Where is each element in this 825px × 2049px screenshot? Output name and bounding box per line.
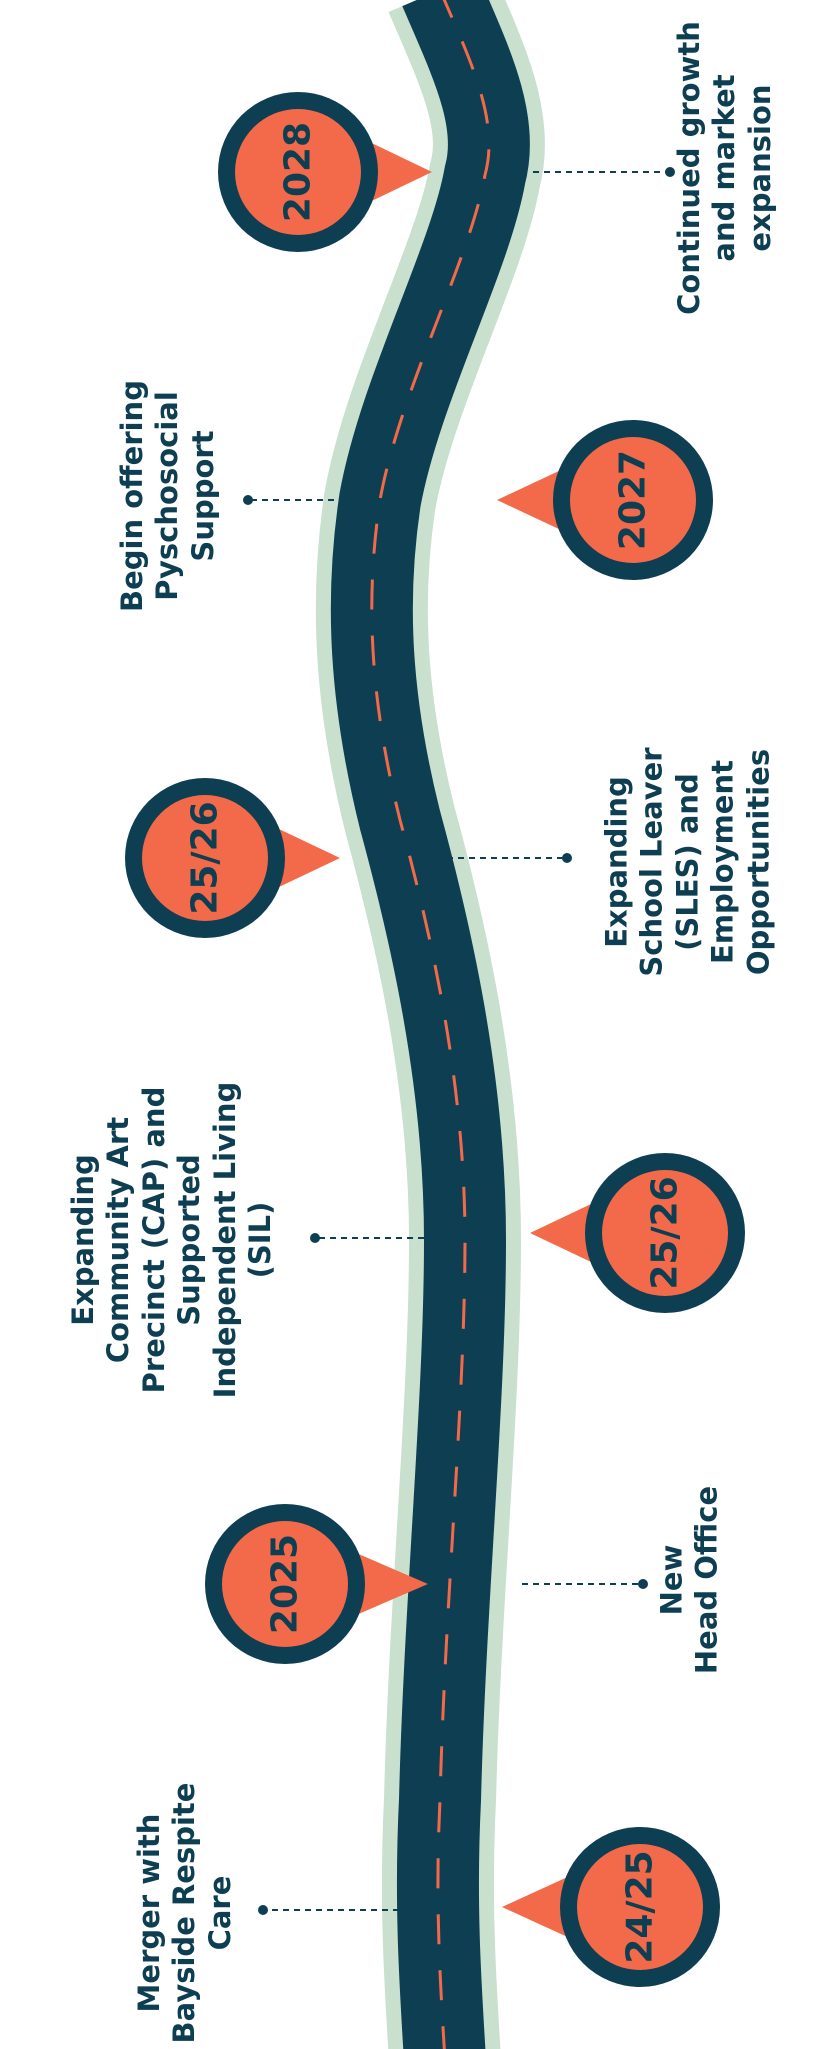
- milestone-description-line: Merger with: [131, 1813, 166, 2013]
- milestone-description-line: Independent Living: [207, 1081, 242, 1399]
- connector-dot: [638, 1579, 648, 1589]
- milestone-description-line: Head Office: [690, 1485, 724, 1675]
- milestone-year: 2028: [277, 121, 319, 223]
- connector-dot: [562, 853, 572, 863]
- milestone-description-line: expansion: [742, 84, 777, 252]
- milestone-description-line: Community Art: [101, 1116, 136, 1364]
- milestone-description-line: Expanding: [599, 776, 634, 948]
- connector-dot: [243, 495, 253, 505]
- milestone-year: 25/26: [644, 1176, 686, 1290]
- milestone-description-line: Employment: [705, 760, 740, 964]
- milestone-description-line: Care: [202, 1875, 237, 1951]
- connector-dot: [258, 1905, 268, 1915]
- milestone-description-line: Expanding: [65, 1154, 100, 1326]
- pin-fill: [570, 437, 696, 563]
- milestone-description-line: Continued growth: [671, 21, 706, 315]
- milestone-description-line: Opportunities: [741, 748, 776, 976]
- milestone-description-line: (SIL): [242, 1201, 277, 1279]
- milestone-description-line: Precinct (CAP) and: [136, 1086, 171, 1394]
- pin-fill: [142, 795, 268, 921]
- pin-fill: [235, 109, 361, 235]
- milestone-description-line: New: [654, 1544, 689, 1616]
- connector-dot: [665, 167, 675, 177]
- milestone-year: 25/26: [184, 801, 226, 915]
- milestone-description-line: (SLES) and: [670, 773, 705, 951]
- milestone-year: 2025: [264, 1533, 306, 1635]
- milestone-year: 2027: [612, 449, 654, 551]
- connector-dot: [310, 1233, 320, 1243]
- road-center-dashes: [370, 0, 491, 2049]
- milestone-description-line: and market: [707, 74, 742, 262]
- milestone-description-line: Supported: [172, 1154, 206, 1326]
- milestone-description-line: Bayside Respite: [167, 1782, 202, 2044]
- milestone-description-line: Support: [185, 430, 220, 562]
- milestone-description-line: Begin offering: [114, 380, 149, 612]
- pin-fill: [602, 1170, 728, 1296]
- pin-fill: [577, 1844, 703, 1970]
- milestone-year: 24/25: [619, 1850, 661, 1964]
- pin-fill: [222, 1521, 348, 1647]
- milestone-description-line: Pyschosocial: [150, 391, 185, 601]
- milestone-description-line: School Leaver: [634, 747, 669, 977]
